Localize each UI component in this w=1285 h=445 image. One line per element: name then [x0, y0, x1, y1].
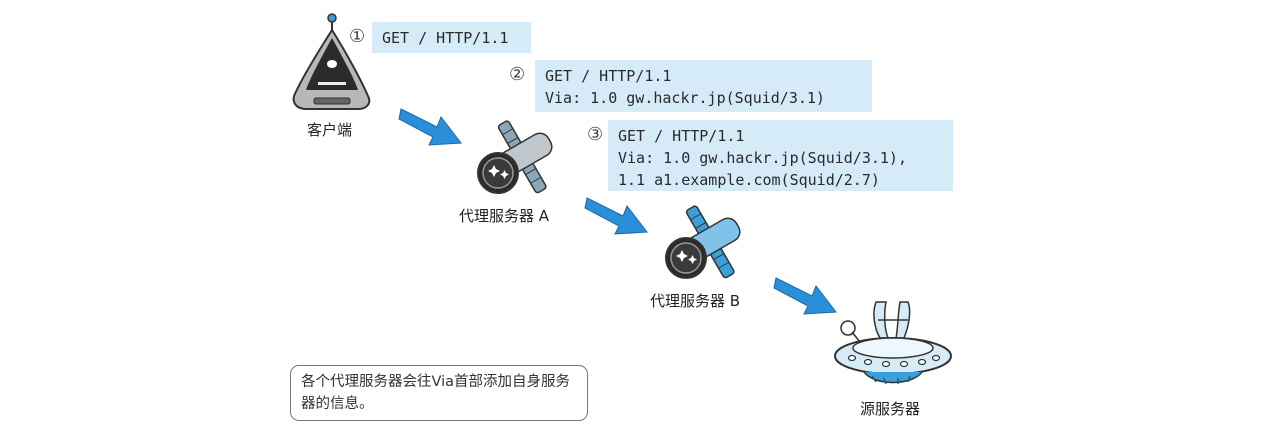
request-box-step-2: GET / HTTP/1.1 Via: 1.0 gw.hackr.jp(Squi…: [535, 60, 872, 112]
origin-server-label: 源服务器: [860, 400, 921, 418]
request-line: GET / HTTP/1.1: [618, 127, 745, 145]
flow-arrow-icon: [773, 277, 837, 315]
request-line: GET / HTTP/1.1: [545, 67, 672, 85]
request-box-step-1: GET / HTTP/1.1: [372, 22, 531, 53]
request-box-step-3: GET / HTTP/1.1 Via: 1.0 gw.hackr.jp(Squi…: [608, 120, 953, 191]
proxy-satellite-icon: [477, 120, 553, 194]
step-3-marker: ③: [587, 124, 604, 145]
client-robot-icon: [292, 13, 371, 110]
proxy-b-label: 代理服务器 B: [650, 292, 741, 310]
via-header-line: Via: 1.0 gw.hackr.jp(Squid/3.1): [545, 89, 825, 107]
via-header-continuation: 1.1 a1.example.com(Squid/2.7): [618, 171, 880, 189]
proxy-a-label: 代理服务器 A: [459, 207, 550, 225]
origin-server-ufo-icon: [834, 301, 952, 385]
via-header-line: Via: 1.0 gw.hackr.jp(Squid/3.1),: [618, 149, 907, 167]
client-label: 客户端: [307, 121, 353, 139]
step-1-marker: ①: [349, 26, 366, 47]
flow-arrow-icon: [584, 197, 648, 235]
proxy-satellite-icon: [665, 205, 741, 279]
step-2-marker: ②: [509, 64, 526, 85]
note-box: 各个代理服务器会往Via首部添加自身服务器的信息。: [290, 365, 588, 421]
flow-arrow-icon: [398, 108, 462, 146]
request-line: GET / HTTP/1.1: [382, 29, 509, 47]
